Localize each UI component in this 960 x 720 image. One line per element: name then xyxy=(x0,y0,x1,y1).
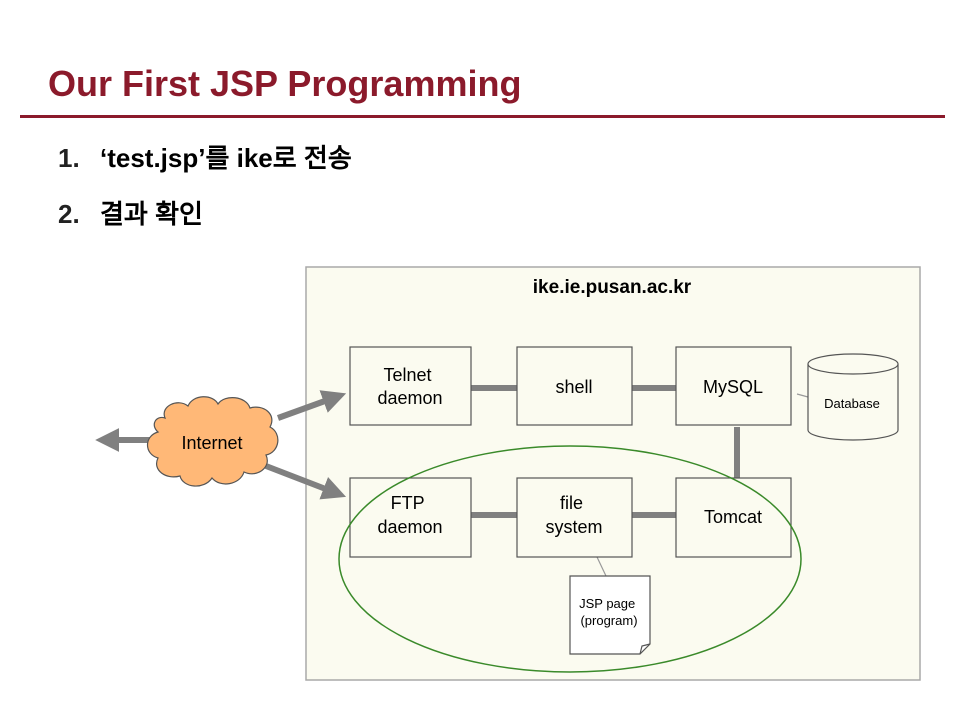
list-item: 1. ‘test.jsp’를 ike로 전송 xyxy=(58,136,352,192)
filesystem-box xyxy=(516,477,633,558)
step-text: ‘test.jsp’를 ike로 전송 xyxy=(100,143,352,173)
internet-label: Internet xyxy=(181,433,242,453)
internet-cloud: Internet xyxy=(146,396,279,487)
jsp-label-line1: JSP page xyxy=(579,596,635,611)
shell-label: shell xyxy=(555,377,592,397)
database-label: Database xyxy=(824,396,880,411)
internet-ftp-arrow xyxy=(264,463,347,500)
tomcat-box xyxy=(675,477,792,558)
telnet-label-line2: daemon xyxy=(377,388,442,408)
database-cylinder: Database xyxy=(807,353,899,441)
svg-text:file system: file system xyxy=(545,493,602,537)
tomcat-label: Tomcat xyxy=(704,507,762,527)
mysql-database-link xyxy=(796,393,809,398)
ftp-label-line2: daemon xyxy=(377,517,442,537)
highlight-ellipse xyxy=(338,445,802,673)
list-item: 2. 결과 확인 xyxy=(58,192,352,248)
ftp-daemon-box xyxy=(349,477,472,558)
page-title: Our First JSP Programming xyxy=(48,63,522,104)
jsp-page-document: JSP page (program) xyxy=(569,575,651,655)
telnet-daemon-box xyxy=(349,346,472,426)
host-label: ike.ie.pusan.ac.kr xyxy=(533,277,692,298)
shell-box xyxy=(516,346,633,426)
svg-text:Telnet daemon: Telnet daemon xyxy=(377,365,442,408)
step-text: 결과 확인 xyxy=(100,199,203,229)
internet-telnet-arrow xyxy=(276,390,347,421)
mysql-label: MySQL xyxy=(703,377,763,397)
title-divider xyxy=(20,115,945,118)
connectors xyxy=(95,385,740,518)
svg-text:FTP daemon: FTP daemon xyxy=(377,493,442,537)
jsp-label-line2: (program) xyxy=(580,613,637,628)
filesystem-jsp-link xyxy=(596,556,607,577)
steps-list: 1. ‘test.jsp’를 ike로 전송 2. 결과 확인 xyxy=(58,136,352,248)
ftp-label-line1: FTP xyxy=(391,493,425,513)
filesystem-label-line1: file xyxy=(560,493,583,513)
mysql-box xyxy=(675,346,792,426)
step-number: 1. xyxy=(58,143,80,173)
step-number: 2. xyxy=(58,199,80,229)
telnet-label-line1: Telnet xyxy=(383,365,431,385)
svg-text:JSP page (program): JSP page (program) xyxy=(579,596,639,628)
filesystem-label-line2: system xyxy=(545,517,602,537)
